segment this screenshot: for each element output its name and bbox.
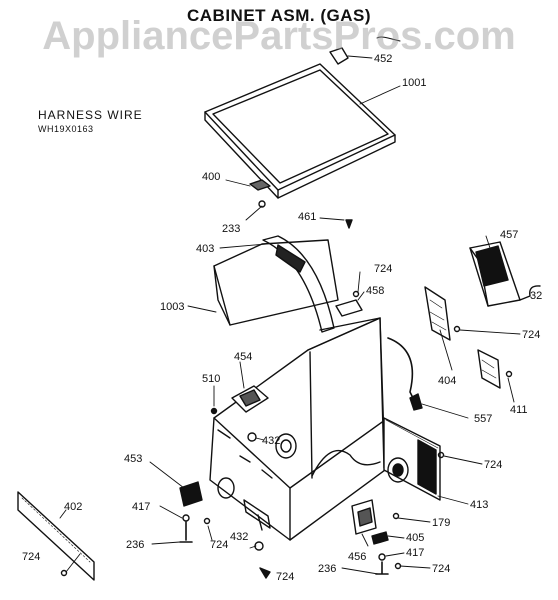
callout-724-left: 724 — [22, 551, 40, 563]
callout-724-bottom-right: 724 — [432, 563, 450, 575]
callout-724-lower: 724 — [210, 539, 228, 551]
callout-404: 404 — [438, 375, 456, 387]
callout-400: 400 — [202, 171, 220, 183]
clip-part — [329, 47, 349, 65]
callout-510: 510 — [202, 373, 220, 385]
bracket-part-458 — [335, 299, 363, 317]
screw-part-724a — [352, 290, 360, 298]
callout-179: 179 — [432, 517, 450, 529]
foot-part-236b — [375, 561, 389, 575]
leader-lines — [59, 55, 521, 575]
callout-432-lower: 432 — [230, 531, 248, 543]
callout-1003: 1003 — [160, 301, 184, 313]
cabinet-back-panel — [213, 239, 339, 326]
callout-417-left: 417 — [132, 501, 150, 513]
screw-part-510 — [210, 407, 218, 415]
callout-432-upper: 432 — [262, 435, 280, 447]
harness-wire-part-number: WH19X0163 — [38, 124, 94, 134]
callout-458: 458 — [366, 285, 384, 297]
fastener-part-724g — [259, 567, 271, 579]
plate-part-404 — [424, 286, 451, 341]
foot-part-236a — [179, 521, 193, 543]
callout-413: 413 — [470, 499, 488, 511]
clip-part-b — [376, 36, 401, 42]
bracket-part — [249, 179, 271, 191]
callout-233: 233 — [222, 223, 240, 235]
screw-part-724h — [60, 569, 68, 577]
plug-part-557 — [409, 393, 423, 411]
callout-452: 452 — [374, 53, 392, 65]
bracket-part-454 — [231, 385, 269, 413]
screw-part-179 — [392, 512, 400, 520]
callout-402: 402 — [64, 501, 82, 513]
bracket-part-405 — [371, 531, 389, 545]
callout-32: 32 — [530, 290, 542, 302]
callout-456: 456 — [348, 551, 366, 563]
callout-457: 457 — [500, 229, 518, 241]
callout-724-mid: 724 — [484, 459, 502, 471]
callout-411: 411 — [510, 404, 528, 416]
callout-453: 453 — [124, 453, 142, 465]
screw-part-724f — [203, 517, 211, 525]
screw-part-724d — [437, 451, 445, 459]
screw-part-417a — [182, 514, 190, 522]
callout-724-right: 724 — [522, 329, 540, 341]
screw-part-724c — [505, 370, 513, 378]
callout-405: 405 — [406, 532, 424, 544]
block-part-457 — [469, 241, 541, 307]
callout-417-right: 417 — [406, 547, 424, 559]
strip-part-402 — [17, 491, 95, 581]
callout-236-right: 236 — [318, 563, 336, 575]
harness-wire-label: HARNESS WIRE — [38, 108, 143, 122]
callout-557: 557 — [474, 413, 492, 425]
bracket-part-453 — [179, 481, 203, 507]
panel-part-413 — [383, 417, 441, 501]
callout-454: 454 — [234, 351, 252, 363]
callout-461: 461 — [298, 211, 316, 223]
plug-part-432a — [247, 432, 257, 442]
screw-part-461 — [345, 219, 353, 229]
diagram-title: CABINET ASM. (GAS) — [186, 6, 372, 25]
control-trim-part — [262, 235, 335, 333]
cord-part-557 — [387, 337, 417, 405]
top-panel-part — [204, 63, 396, 199]
screw-part-724b — [453, 325, 461, 333]
clip-part-456b — [357, 507, 373, 527]
callout-1001: 1001 — [402, 77, 426, 89]
harness-wire-note: HARNESS WIRE WH19X0163 — [38, 108, 143, 136]
callout-724-top: 724 — [374, 263, 392, 275]
callout-724-bottom: 724 — [276, 571, 294, 583]
callout-236-left: 236 — [126, 539, 144, 551]
screw-part-417b — [378, 553, 386, 561]
plate-part-411 — [477, 349, 501, 389]
callout-403: 403 — [196, 243, 214, 255]
screw-part — [258, 200, 266, 208]
